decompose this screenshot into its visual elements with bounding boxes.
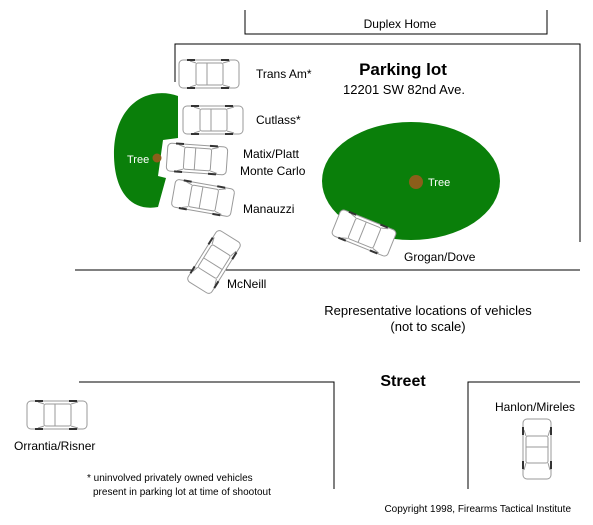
parking-lot-boundary xyxy=(174,43,581,242)
car-cutlass xyxy=(182,104,244,136)
left-tree-label: Tree xyxy=(127,154,149,166)
label-manauzzi: Manauzzi xyxy=(243,202,294,216)
street-edge-right xyxy=(467,381,580,489)
footnote-line2: present in parking lot at time of shooto… xyxy=(93,487,271,498)
car-manauzzi xyxy=(170,177,236,219)
copyright-text: Copyright 1998, Firearms Tactical Instit… xyxy=(384,504,571,515)
duplex-home-outline xyxy=(244,10,548,35)
street-edge-left xyxy=(79,381,335,489)
label-grogan-dove: Grogan/Dove xyxy=(404,250,476,264)
right-tree-label: Tree xyxy=(428,177,450,189)
label-hanlon-mireles: Hanlon/Mireles xyxy=(495,400,575,414)
label-matix-platt-line1: Matix/Platt xyxy=(243,147,300,161)
left-tree-grass xyxy=(113,93,178,208)
label-matix-platt-line2: Monte Carlo xyxy=(240,164,306,178)
caption-line1: Representative locations of vehicles xyxy=(324,303,532,318)
footnote-line1: * uninvolved privately owned vehicles xyxy=(87,473,253,484)
car-matix-platt xyxy=(165,141,229,177)
label-mcneill: McNeill xyxy=(227,277,266,291)
car-hanlon-mireles xyxy=(521,418,553,480)
duplex-home-label: Duplex Home xyxy=(364,17,437,31)
left-tree-trunk xyxy=(152,153,162,163)
parking-lot-title: Parking lot xyxy=(359,60,447,79)
car-orrantia-risner xyxy=(26,399,88,431)
right-tree-trunk xyxy=(409,175,423,189)
car-trans-am xyxy=(178,58,240,90)
label-cutlass: Cutlass* xyxy=(256,113,301,127)
street-label: Street xyxy=(380,373,426,390)
label-trans-am: Trans Am* xyxy=(256,67,312,81)
caption-line2: (not to scale) xyxy=(390,319,465,334)
parking-lot-address: 12201 SW 82nd Ave. xyxy=(343,82,465,97)
label-orrantia-risner: Orrantia/Risner xyxy=(14,439,95,453)
